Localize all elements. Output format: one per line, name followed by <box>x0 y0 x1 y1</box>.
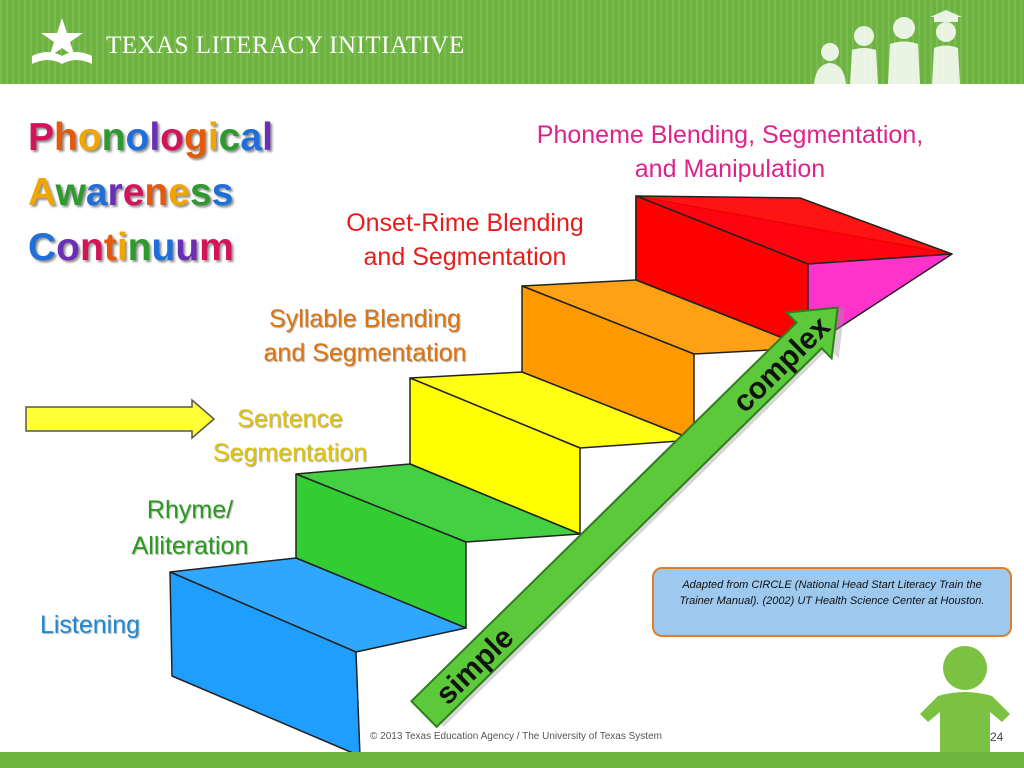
stair-step <box>295 463 581 629</box>
title-letter: n <box>127 226 152 269</box>
header-bar: TEXAS LITERACY INITIATIVE <box>0 0 1024 84</box>
level-label-line: Onset-Rime Blending <box>346 209 584 237</box>
title-letter: h <box>54 116 78 159</box>
title-letter: c <box>218 116 241 159</box>
staircase <box>169 195 953 757</box>
title-letter: w <box>55 171 86 214</box>
title-letter: o <box>77 116 102 159</box>
title-letter: u <box>151 226 176 269</box>
level-label-line: and Segmentation <box>263 339 467 367</box>
level-label-line: Segmentation <box>212 439 368 467</box>
title-letter: i <box>116 226 128 269</box>
level-label-listening: Listening <box>20 610 160 640</box>
title-letter: m <box>199 226 234 269</box>
level-label-line: and Segmentation <box>363 243 567 271</box>
title-letter: n <box>80 226 104 269</box>
title-letter: a <box>240 116 263 159</box>
slide-title: Phonological Awareness Continuum <box>28 110 273 275</box>
title-letter: r <box>107 171 123 214</box>
title-letter: e <box>122 171 145 214</box>
title-letter: n <box>101 116 126 159</box>
title-letter: e <box>168 171 190 214</box>
title-line: Phonological <box>28 110 273 165</box>
title-letter: s <box>211 171 234 214</box>
title-letter: A <box>28 171 56 214</box>
title-letter: i <box>207 116 219 159</box>
level-label-line: Phoneme Blending, Segmentation, <box>536 121 924 149</box>
copyright-text: © 2013 Texas Education Agency / The Univ… <box>370 731 662 742</box>
level-label-rhyme-alliteration: Rhyme/Alliteration <box>90 492 290 564</box>
level-label-line: Sentence <box>237 405 343 433</box>
title-letter: C <box>28 226 57 269</box>
child-silhouette-icon <box>920 646 1010 752</box>
level-label-line: Rhyme/ <box>146 496 234 524</box>
stair-step <box>169 557 467 757</box>
footer-bar <box>0 752 1024 768</box>
level-label-line: and Manipulation <box>634 155 826 183</box>
title-line: Awareness <box>28 165 273 220</box>
current-level-arrow <box>25 398 216 440</box>
level-label-line: Alliteration <box>131 532 249 560</box>
title-letter: n <box>144 171 169 214</box>
level-label-phoneme: Phoneme Blending, Segmentation, and Manip… <box>470 118 990 186</box>
title-line: Continuum <box>28 220 273 275</box>
title-letter: l <box>149 116 161 159</box>
level-label-onset-rime: Onset-Rime Blending and Segmentation <box>300 206 630 274</box>
title-letter: a <box>85 171 108 214</box>
level-label-syllable-blending: Syllable Blending and Segmentation <box>220 302 510 370</box>
simple-label: simple <box>430 621 521 711</box>
title-letter: g <box>184 116 208 159</box>
title-letter: o <box>160 116 184 159</box>
slide-number: 24 <box>990 730 1004 744</box>
children-silhouette-icon <box>814 10 962 84</box>
citation-box: Adapted from CIRCLE (National Head Start… <box>652 567 1012 637</box>
star-book-icon <box>32 18 92 64</box>
title-letter: l <box>262 116 273 159</box>
brand-name: TEXAS LITERACY INITIATIVE <box>106 32 465 59</box>
level-label-line: Listening <box>39 611 141 639</box>
title-letter: s <box>189 171 212 214</box>
title-letter: o <box>56 226 80 269</box>
title-letter: P <box>28 116 55 159</box>
level-label-line: Syllable Blending <box>269 305 461 333</box>
title-letter: t <box>103 226 117 269</box>
title-letter: u <box>175 226 200 269</box>
title-letter: o <box>125 116 150 159</box>
